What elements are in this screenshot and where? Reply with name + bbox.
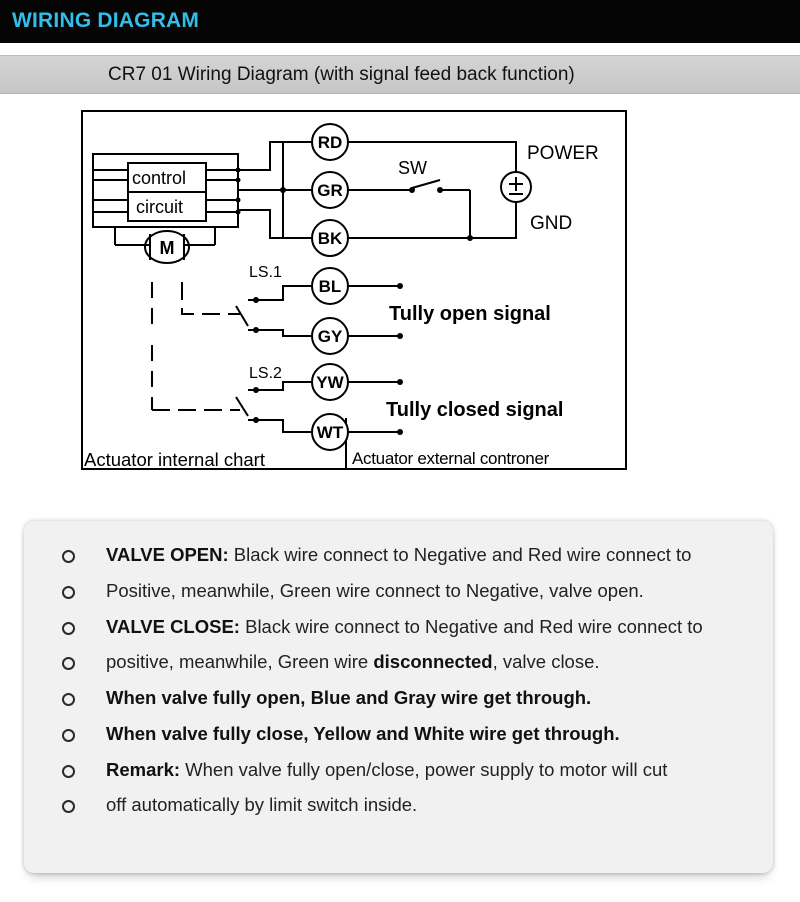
bullet-circle-icon <box>62 800 75 813</box>
note-item: Remark: When valve fully open/close, pow… <box>24 756 764 786</box>
note-text: Black wire connect to Negative and Red w… <box>228 544 692 565</box>
closed-signal-label: Tully closed signal <box>386 399 563 421</box>
bullet-circle-icon <box>62 765 75 778</box>
diagram-frame <box>81 110 627 470</box>
note-bold: When valve fully open, Blue and Gray wir… <box>106 687 592 708</box>
note-bold: VALVE CLOSE: <box>106 616 240 637</box>
note-item: When valve fully open, Blue and Gray wir… <box>24 684 764 714</box>
note-item: positive, meanwhile, Green wire disconne… <box>24 648 764 678</box>
bullet-circle-icon <box>62 693 75 706</box>
note-item: When valve fully close, Yellow and White… <box>24 720 764 750</box>
terminal-label-rd: RD <box>318 133 343 152</box>
control-label: control <box>132 168 186 188</box>
note-bold: Remark: <box>106 759 181 780</box>
terminal-rd <box>311 123 349 161</box>
terminal-gy <box>311 317 349 355</box>
wiring-diagram: RD GR BK BL GY YW WT control circuit M S… <box>81 110 627 470</box>
note-text: When valve fully open/close, power suppl… <box>180 759 668 780</box>
terminal-label-bk: BK <box>318 229 343 248</box>
note-item: VALVE OPEN: Black wire connect to Negati… <box>24 541 764 571</box>
external-caption: Actuator external controner <box>352 449 550 468</box>
subtitle-bar: CR7 01 Wiring Diagram (with signal feed … <box>0 55 800 94</box>
note-bold: When valve fully close, Yellow and White… <box>106 723 620 744</box>
open-signal-label: Tully open signal <box>389 303 551 325</box>
terminal-bk <box>311 219 349 257</box>
motor-label: M <box>160 238 175 258</box>
note-bold: disconnected <box>373 651 493 672</box>
bullet-circle-icon <box>62 729 75 742</box>
terminal-label-yw: YW <box>316 373 344 392</box>
terminal-yw <box>311 363 349 401</box>
ls2-label: LS.2 <box>249 365 282 382</box>
header-bar: WIRING DIAGRAM <box>0 0 800 43</box>
page-title: WIRING DIAGRAM <box>12 9 200 32</box>
terminal-label-gy: GY <box>318 327 343 346</box>
terminal-label-bl: BL <box>319 277 342 296</box>
bullet-circle-icon <box>62 657 75 670</box>
ls1-label: LS.1 <box>249 264 282 281</box>
terminal-gr <box>311 171 349 209</box>
terminal-bl <box>311 267 349 305</box>
bullet-circle-icon <box>62 586 75 599</box>
note-item: VALVE CLOSE: Black wire connect to Negat… <box>24 613 764 643</box>
motor-symbol <box>144 230 190 264</box>
note-text: off automatically by limit switch inside… <box>106 794 418 815</box>
gnd-label: GND <box>530 213 572 234</box>
note-bold: VALVE OPEN: <box>106 544 229 565</box>
notes-card: VALVE OPEN: Black wire connect to Negati… <box>24 521 773 873</box>
note-text: , valve close. <box>492 651 600 672</box>
terminal-wt <box>311 413 349 451</box>
note-item: off automatically by limit switch inside… <box>24 791 764 821</box>
power-source-symbol <box>500 171 532 203</box>
terminal-label-wt: WT <box>317 423 344 442</box>
terminal-label-gr: GR <box>317 181 343 200</box>
power-label: POWER <box>527 143 599 164</box>
note-text: Positive, meanwhile, Green wire connect … <box>106 580 644 601</box>
diagram-title: CR7 01 Wiring Diagram (with signal feed … <box>108 64 575 85</box>
note-text: positive, meanwhile, Green wire <box>106 651 374 672</box>
circuit-label: circuit <box>136 197 183 217</box>
bullet-circle-icon <box>62 550 75 563</box>
internal-caption: Actuator internal chart <box>84 449 265 470</box>
switch-label: SW <box>398 158 427 178</box>
note-item: Positive, meanwhile, Green wire connect … <box>24 577 764 607</box>
bullet-circle-icon <box>62 622 75 635</box>
note-text: Black wire connect to Negative and Red w… <box>239 616 703 637</box>
